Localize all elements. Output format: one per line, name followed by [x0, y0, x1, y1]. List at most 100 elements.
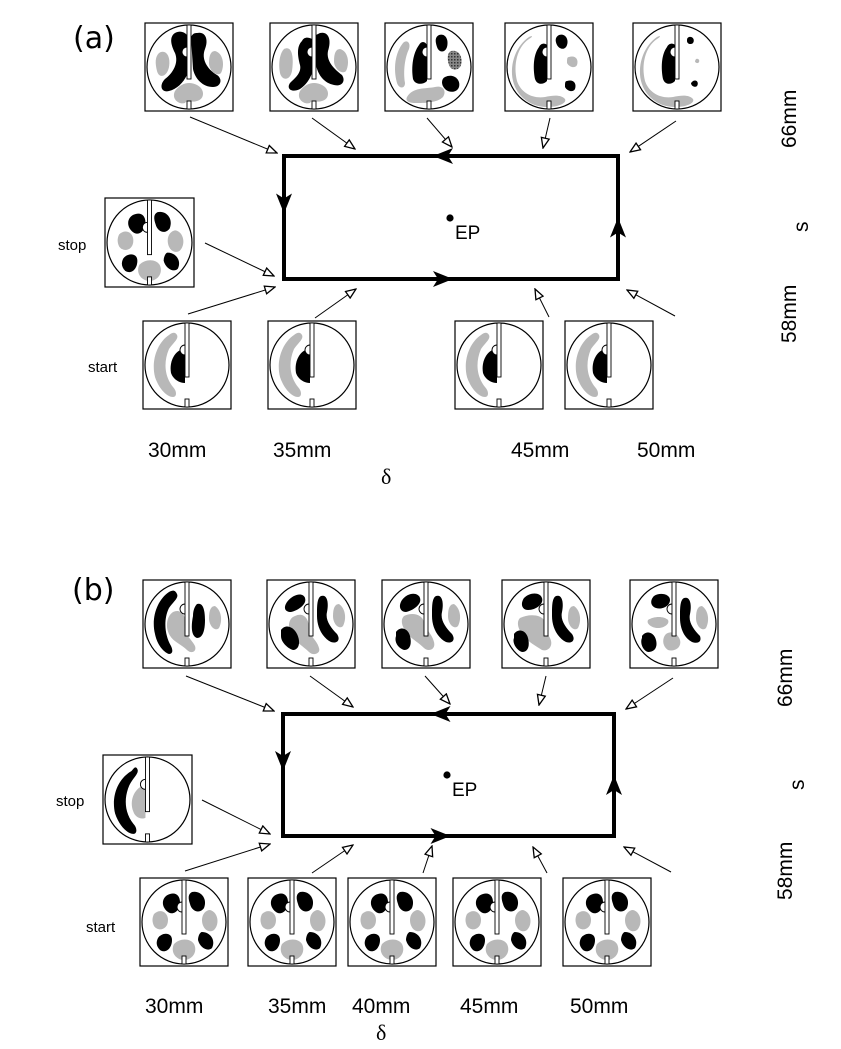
disk-dark-region	[511, 932, 527, 950]
pointer-arrow	[533, 847, 548, 874]
disk-dark-region	[475, 893, 493, 914]
disk-slit-stub	[604, 955, 610, 965]
disk-dark-region	[513, 630, 529, 652]
disk-dark-region	[128, 213, 146, 234]
disk-slit-stub	[184, 657, 190, 667]
panel-a: (a) EP stop start 30mm 35mm 45mm 50mm δ …	[58, 21, 813, 489]
pointer-arrow	[309, 675, 353, 707]
disk-gray-region	[155, 51, 170, 76]
disk-gray-region	[625, 910, 641, 932]
loop-direction-arrowhead	[433, 271, 453, 287]
disk-slit-stub	[546, 100, 552, 110]
disk-notch	[489, 901, 496, 913]
disk-slit-stub	[145, 833, 150, 843]
panel-b-stop-label: stop	[56, 793, 84, 810]
panel-b-loop	[275, 706, 622, 844]
panel-a-disks	[104, 22, 722, 410]
disk-slit-stub	[494, 955, 500, 965]
panel-a-delta-axis-label: δ	[381, 464, 391, 489]
disk-notch	[181, 46, 188, 58]
panel-b-bottom-disk	[139, 877, 229, 967]
disk-slit	[145, 756, 150, 813]
disk-gray-region	[511, 36, 566, 108]
panel-a-s-axis-label: s	[790, 222, 813, 233]
disk-dark-region	[396, 891, 414, 912]
pointer-arrow	[422, 846, 432, 874]
pointer-arrow	[314, 289, 356, 319]
disk-gray-region	[410, 910, 426, 932]
disk-notch	[669, 46, 676, 58]
disk-slit	[389, 879, 395, 935]
panel-b-size-label: 50mm	[570, 995, 628, 1018]
disk-slit	[311, 24, 317, 80]
disk-slit	[606, 322, 612, 378]
disk-gray-region	[131, 785, 146, 819]
loop-direction-arrowhead	[430, 828, 451, 844]
disk-dark-region	[442, 75, 460, 92]
disk-notch	[599, 901, 606, 913]
disk-dark-region	[395, 628, 411, 650]
pointer-arrow	[424, 675, 450, 704]
disk-dark-region	[501, 891, 519, 912]
disk-notch	[601, 344, 608, 356]
disk-slit	[308, 581, 314, 637]
disk-notch	[179, 344, 186, 356]
disk-gray-region	[515, 910, 531, 932]
disk-gray-region	[406, 86, 445, 103]
panel-b-delta-axis-label: δ	[376, 1020, 386, 1045]
disk-dark-region	[435, 34, 448, 52]
pointer-arrow	[189, 116, 277, 153]
loop-direction-arrowhead	[276, 193, 292, 214]
disk-notch	[179, 603, 186, 615]
disk-dark-region	[121, 254, 138, 273]
disk-slit	[184, 322, 190, 378]
disk-slit	[543, 581, 549, 637]
disk-dark-region	[316, 32, 344, 86]
disk-slit-stub	[186, 100, 192, 110]
disk-gray-region	[166, 610, 196, 653]
panel-b-ep-label: EP	[452, 780, 477, 801]
disk-gray-region	[310, 910, 326, 932]
disk-slit	[181, 879, 187, 935]
disk-slit-stub	[308, 657, 314, 667]
panel-b-stop-disk	[102, 754, 193, 845]
disk-dark-region	[161, 31, 187, 92]
disk-dark-region	[399, 593, 421, 612]
disk-notch	[140, 778, 146, 790]
disk-gray-region	[333, 604, 346, 628]
disk-gray-region	[567, 56, 578, 68]
disk-dark-region	[370, 893, 388, 914]
panel-b-disks	[102, 579, 719, 967]
panel-a-top-disk	[504, 22, 594, 112]
disk-dark-region	[170, 349, 185, 383]
pointer-arrow	[184, 844, 270, 872]
panel-a-top-disk	[269, 22, 359, 112]
disk-notch	[384, 901, 391, 913]
disk-notch	[538, 603, 545, 615]
panel-b-s-low-label: 58mm	[774, 842, 797, 900]
disk-dark-region	[651, 593, 670, 609]
pointer-arrow	[627, 290, 676, 317]
disk-slit-stub	[426, 100, 432, 110]
disk-dark-region	[284, 594, 306, 612]
disk-slit	[426, 24, 432, 80]
disk-gray-region	[280, 939, 304, 960]
pointer-arrow	[201, 799, 270, 834]
disk-dark-region	[521, 593, 543, 610]
disk-gray-region	[298, 83, 328, 104]
disk-dark-region	[555, 34, 568, 49]
loop-direction-arrowhead	[610, 217, 626, 238]
panel-b-pointer-arrows	[184, 675, 674, 874]
disk-dark-region	[552, 595, 574, 643]
disk-dark-region	[306, 932, 322, 950]
panel-a-stop-disk	[104, 197, 195, 288]
panel-a-label: (a)	[73, 21, 115, 56]
panel-a-bottom-disk	[454, 320, 544, 410]
pointer-arrow	[311, 845, 353, 874]
disk-gray-region	[575, 332, 600, 397]
disk-dark-region	[281, 626, 300, 650]
disk-slit	[671, 581, 677, 637]
disk-slit-stub	[423, 657, 429, 667]
pointer-arrow	[185, 675, 274, 711]
